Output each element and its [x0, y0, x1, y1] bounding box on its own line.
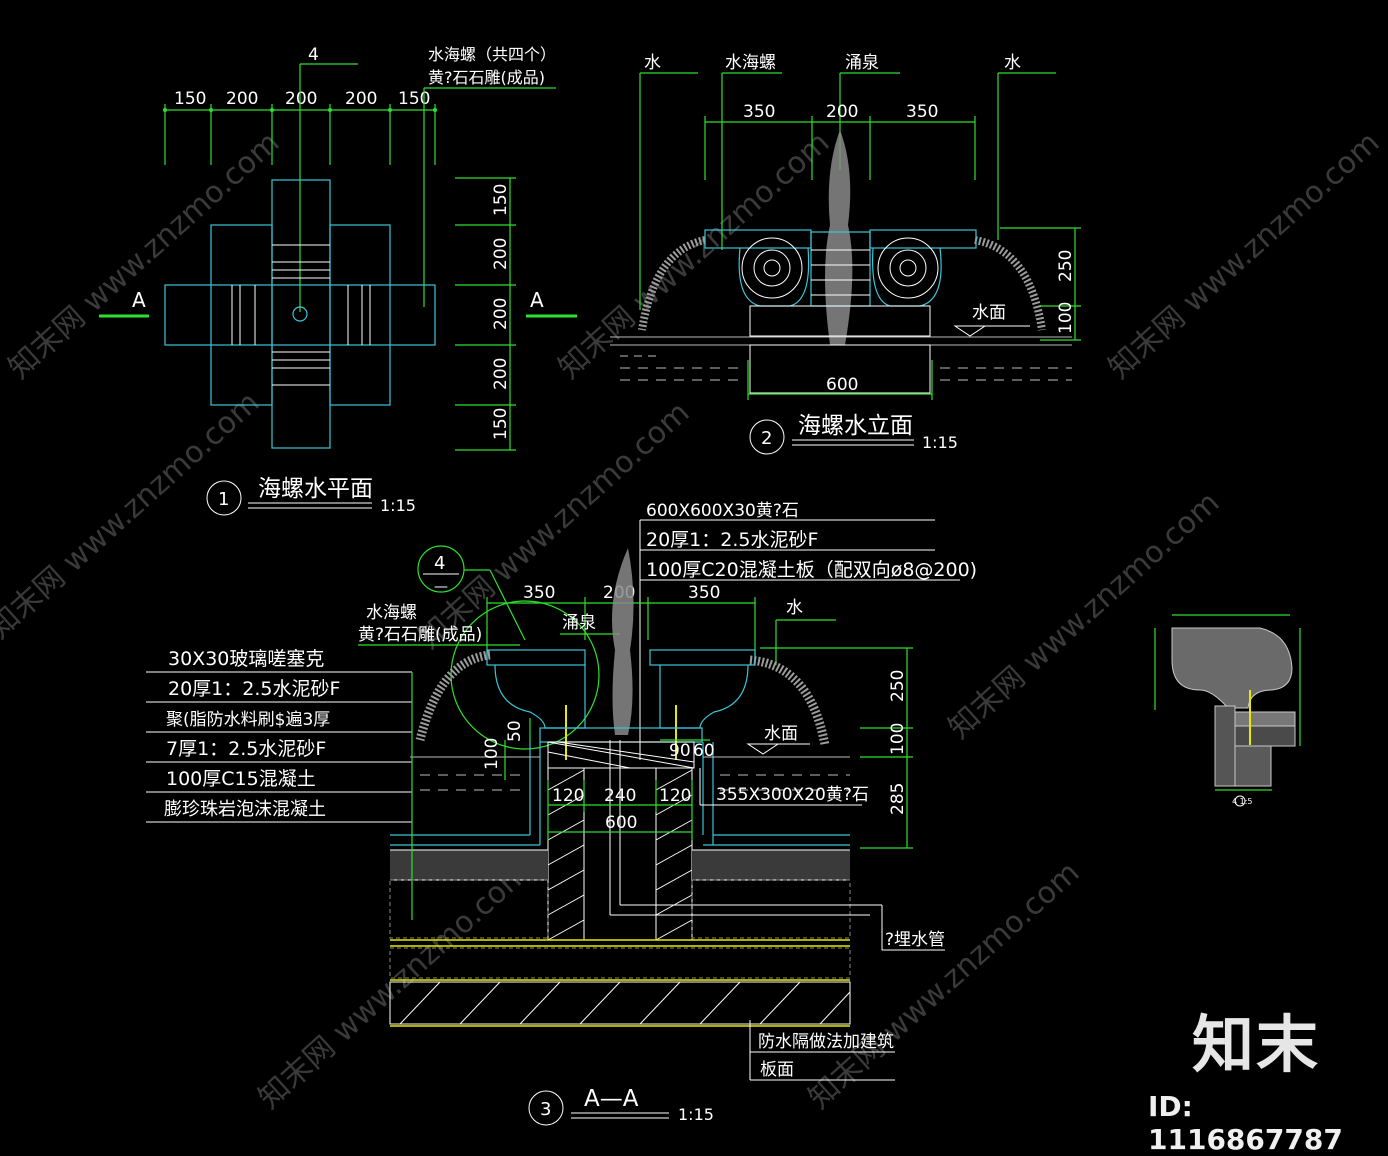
plan-dim-top-1: 150	[174, 89, 206, 109]
sect-dim-top-3: 350	[688, 583, 720, 603]
elev-dim-top-3: 350	[906, 102, 938, 122]
plan-leader-num: 4	[308, 45, 319, 65]
plan-title: 海螺水平面	[258, 476, 373, 502]
elev-scale: 1:15	[922, 433, 958, 452]
sect-small-dim-3: 90	[669, 741, 691, 761]
plan-dim-right-2: 200	[491, 238, 511, 270]
sect-layer-3: 聚(脂防水料刷$遍3厚	[166, 710, 330, 730]
watermark-3: 知末网 www.znzmo.com	[1102, 125, 1386, 386]
plan-section-mark-right: A	[530, 288, 544, 312]
sect-callout-left-1: 水海螺	[366, 603, 417, 623]
watermark-layer: 知末网 www.znzmo.com 知末网 www.znzmo.com 知末网 …	[0, 125, 1386, 1116]
elev-callout-4: 水	[1004, 53, 1021, 73]
elev-callout-3: 涌泉	[845, 53, 879, 73]
sect-dim-top-1: 350	[523, 583, 555, 603]
watermark-8: 知末网 www.znzmo.com	[802, 855, 1086, 1116]
sect-callout-left-2: 黄?石石雕(成品)	[358, 625, 482, 645]
sect-layer-5: 100厚C15混凝土	[166, 768, 316, 790]
sect-layer-2: 20厚1：2.5水泥砂F	[168, 678, 340, 700]
sect-small-dim-1: 50	[505, 720, 525, 742]
sect-detail-circle-bottom: —	[434, 579, 448, 595]
brand-logo: 知末	[1192, 1008, 1321, 1081]
sect-top-note-1: 600X600X30黄?石	[646, 501, 799, 521]
sect-top-note-2: 20厚1：2.5水泥砂F	[646, 529, 818, 551]
elev-base-dim: 600	[826, 375, 858, 395]
plan-note-2: 黄?石石雕(成品)	[428, 68, 545, 87]
sect-bottom-note-1: 防水隔做法加建筑	[758, 1032, 894, 1052]
watermark-5: 知末网 www.znzmo.com	[412, 395, 696, 656]
sect-base-total: 600	[605, 813, 637, 833]
image-id-label: ID: 1116867787	[1148, 1090, 1343, 1156]
plan-dim-top-3: 200	[285, 89, 317, 109]
plan-view: 150 200 200 200 150 4 水海螺（共四个） 黄?石石雕(成品)	[99, 45, 577, 516]
plan-dim-top-4: 200	[345, 89, 377, 109]
sect-base-dim-2: 240	[604, 786, 636, 806]
elev-dim-top-1: 350	[743, 102, 775, 122]
sect-base-dim-1: 120	[552, 786, 584, 806]
plan-circle-no: 1	[218, 489, 229, 510]
plan-scale: 1:15	[380, 496, 416, 515]
elev-callout-2: 水海螺	[725, 53, 776, 73]
sect-dim-right-3: 285	[888, 783, 908, 815]
plan-dim-right-1: 150	[491, 184, 511, 216]
sect-small-dim-4: 60	[693, 741, 715, 761]
sect-layer-1: 30X30玻璃嗟塞克	[168, 648, 324, 670]
sect-circle-no: 3	[540, 1099, 551, 1120]
watermark-4: 知末网 www.znzmo.com	[0, 385, 266, 646]
plan-dim-right-5: 150	[491, 408, 511, 440]
elev-dim-right-1: 250	[1056, 250, 1076, 282]
sect-pipe-note: ?埋水管	[885, 930, 945, 950]
watermark-2: 知末网 www.znzmo.com	[552, 125, 836, 386]
watermark-7: 知末网 www.znzmo.com	[252, 855, 536, 1116]
sect-top-note-3: 100厚C20混凝土板（配双向ø8@200)	[646, 559, 977, 581]
sect-stone-note: 355X300X20黄?石	[716, 785, 869, 805]
detail-view: 4 1:5	[1154, 614, 1301, 807]
sect-title: A—A	[584, 1086, 639, 1112]
sect-scale: 1:15	[678, 1105, 714, 1124]
plan-dim-top-2: 200	[226, 89, 258, 109]
sect-dim-right-1: 250	[888, 670, 908, 702]
detail-label: 4 1:5	[1232, 797, 1253, 806]
sect-dim-right-2: 100	[888, 723, 908, 755]
plan-dim-right-3: 200	[491, 298, 511, 330]
plan-note-1: 水海螺（共四个）	[428, 45, 556, 64]
sect-detail-circle-top: 4	[434, 553, 445, 574]
sect-small-dim-2: 100	[482, 738, 502, 770]
sect-base-dim-3: 120	[659, 786, 691, 806]
elev-circle-no: 2	[761, 428, 772, 449]
plan-dim-top-5: 150	[398, 89, 430, 109]
sect-callout-spring: 涌泉	[562, 613, 596, 633]
elev-dim-right-2: 100	[1056, 302, 1076, 334]
sect-callout-water: 水	[786, 598, 803, 618]
sect-water-label: 水面	[764, 724, 798, 744]
elevation-view: 水 水海螺 涌泉 水 350 200 350	[610, 53, 1081, 455]
plan-dim-right-4: 200	[491, 358, 511, 390]
elev-water-label: 水面	[972, 303, 1006, 323]
elev-dim-top-2: 200	[826, 102, 858, 122]
elev-title: 海螺水立面	[798, 413, 913, 439]
section-view: 600X600X30黄?石 20厚1：2.5水泥砂F 100厚C20混凝土板（配…	[146, 501, 977, 1126]
sect-bottom-note-2: 板面	[760, 1060, 794, 1080]
elev-callout-1: 水	[644, 53, 661, 73]
sect-layer-6: 膨珍珠岩泡沫混凝土	[164, 799, 326, 820]
watermark-1: 知末网 www.znzmo.com	[2, 125, 286, 386]
plan-section-mark-left: A	[132, 288, 146, 312]
sect-layer-4: 7厚1：2.5水泥砂F	[166, 738, 326, 760]
